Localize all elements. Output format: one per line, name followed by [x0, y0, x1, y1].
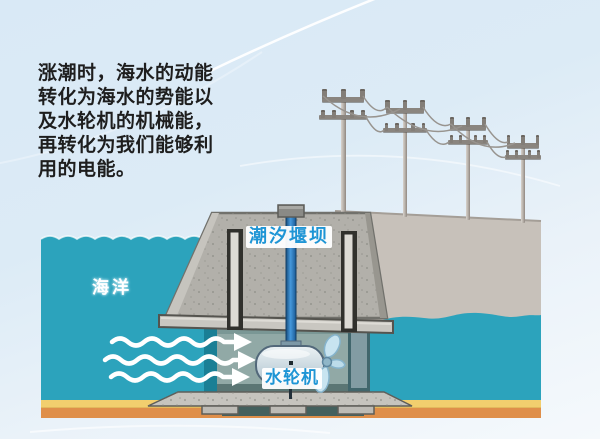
shaft-lower-rod — [289, 384, 292, 399]
label-tidal-dam: 潮汐堰坝 — [246, 226, 332, 248]
flow-arrowheads — [232, 333, 256, 386]
sea-downstream — [364, 312, 541, 404]
flow-arrows — [102, 336, 243, 383]
sluice-gate-right — [341, 231, 357, 332]
land-mass — [335, 211, 541, 334]
dam-apron — [158, 313, 394, 335]
sluice-gate-left — [227, 229, 243, 330]
shaft-cap — [277, 204, 305, 218]
label-ocean: 海洋 — [92, 278, 132, 297]
label-water-turbine: 水轮机 — [262, 368, 322, 389]
foundation — [147, 391, 413, 415]
intro-text: 涨潮时，海水的动能 转化为海水的势能以 及水轮机的机械能， 再转化为我们能够利 … — [38, 63, 214, 180]
